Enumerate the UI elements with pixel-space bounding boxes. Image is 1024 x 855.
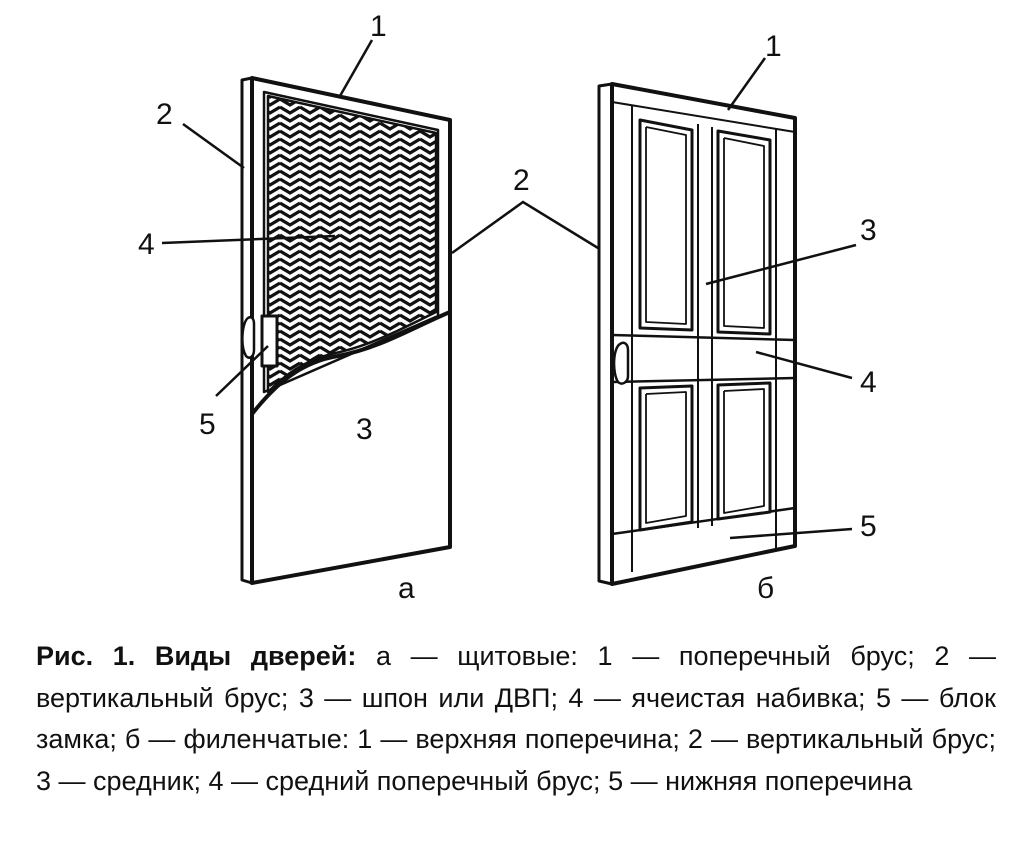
- leader-a-1: [338, 39, 374, 97]
- leader-b-4: [755, 350, 853, 380]
- label-a-3: 3: [356, 413, 373, 446]
- label-b-4: 4: [860, 366, 877, 399]
- label-b-3: 3: [860, 214, 877, 247]
- door-a-lock-block: [260, 314, 279, 368]
- leader-b-1: [726, 57, 767, 111]
- sublabel-b: б: [757, 572, 774, 600]
- door-b-upper-right-panel: [716, 129, 772, 336]
- label-b-1: 1: [765, 30, 782, 63]
- leader-shared-2: [451, 200, 599, 255]
- door-b-middle-rail-bottom: [611, 376, 796, 384]
- door-a: [240, 76, 452, 585]
- caption-title: Рис. 1. Виды дверей:: [36, 641, 357, 671]
- door-b-upper-left-panel: [638, 118, 694, 332]
- door-a-veneer-edge: [250, 310, 451, 416]
- door-b-handle: [612, 341, 630, 385]
- door-a-cellular-filling: [266, 94, 438, 394]
- leader-a-5: [215, 345, 269, 397]
- sublabel-a: а: [398, 572, 415, 600]
- label-shared-2: 2: [513, 164, 530, 197]
- leader-a-2: [182, 122, 245, 170]
- door-a-handle: [241, 316, 256, 359]
- door-b: [597, 82, 797, 586]
- door-b-lower-right-panel: [716, 381, 772, 521]
- figure-caption: Рис. 1. Виды дверей: а — щитовые: 1 — по…: [36, 636, 996, 802]
- door-a-leaders: [161, 39, 599, 397]
- label-b-5: 5: [860, 510, 877, 543]
- leader-a-4: [161, 234, 336, 245]
- label-a-1: 1: [370, 10, 387, 43]
- door-b-middle-rail-top: [611, 333, 796, 342]
- label-a-5: 5: [199, 408, 216, 441]
- leader-b-3: [705, 243, 857, 286]
- leader-b-5: [729, 527, 853, 540]
- doors-figure: 1 2 4 5 3 2 1 3 4 5 а б: [138, 10, 877, 600]
- door-b-leaders: [705, 57, 857, 540]
- label-a-2: 2: [156, 98, 173, 131]
- caption-text: а — щитовые: 1 — поперечный брус; 2 — ве…: [36, 641, 996, 796]
- label-a-4: 4: [138, 228, 155, 261]
- door-b-top-rail: [611, 101, 796, 133]
- door-b-lower-left-panel: [638, 384, 694, 532]
